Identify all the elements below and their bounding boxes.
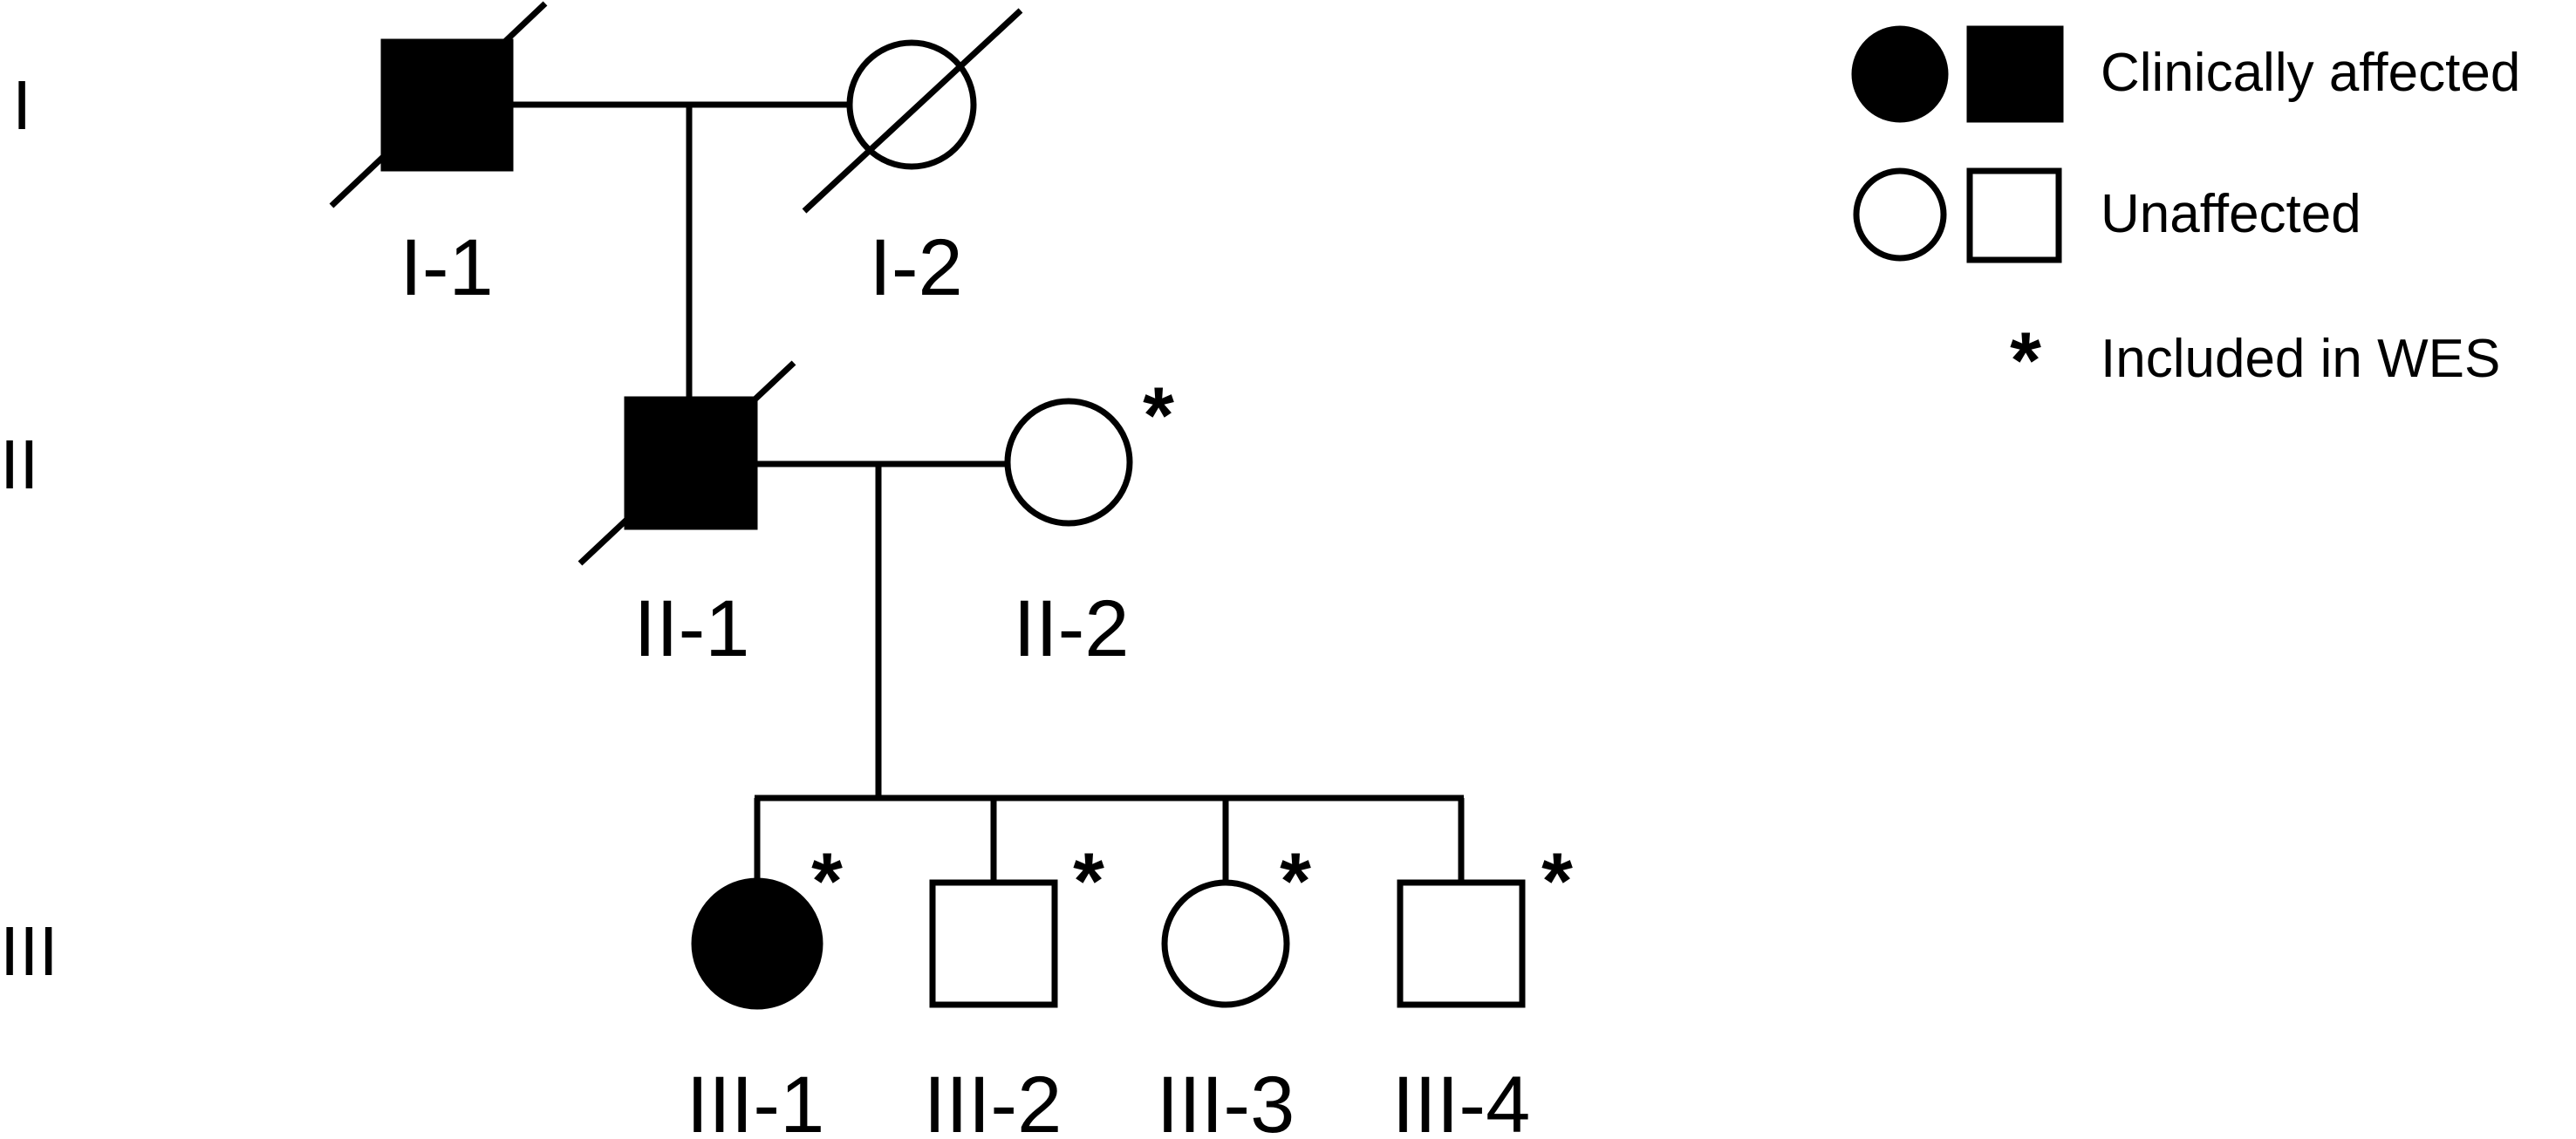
- individual-label: III-2: [924, 1061, 1062, 1139]
- individual-iii-4: * III-4: [1392, 837, 1573, 1139]
- individual-ii-2: * II-2: [1004, 372, 1174, 673]
- legend-unaffected-label: Unaffected: [2101, 184, 2361, 244]
- legend-wes-label: Included in WES: [2101, 329, 2500, 389]
- individual-iii-3: * III-3: [1157, 837, 1311, 1139]
- legend-wes-asterisk: *: [2010, 317, 2041, 406]
- legend: Clinically affected Unaffected * Include…: [1851, 25, 2520, 406]
- legend-row-wes: * Included in WES: [2010, 317, 2500, 406]
- individual-label: III-4: [1392, 1061, 1530, 1139]
- wes-marker: *: [811, 837, 843, 926]
- legend-unaffected-female-icon: [1853, 167, 1947, 262]
- wes-marker: *: [1073, 837, 1104, 926]
- generation-label-2: II: [0, 426, 38, 503]
- legend-affected-male-icon: [1966, 25, 2064, 123]
- legend-row-affected: Clinically affected: [1851, 25, 2520, 123]
- legend-row-unaffected: Unaffected: [1853, 167, 2361, 263]
- individual-i-2: I-2: [802, 8, 1023, 312]
- generation-label-3: III: [0, 912, 58, 990]
- deceased-slash: [329, 1, 548, 208]
- wes-marker: *: [1280, 837, 1311, 926]
- wes-marker: *: [1541, 837, 1573, 926]
- individual-i-1: I-1: [329, 1, 548, 312]
- generation-label-1: I: [12, 66, 31, 144]
- legend-affected-label: Clinically affected: [2101, 43, 2520, 103]
- unaffected-male-symbol: [1397, 879, 1526, 1008]
- deceased-slash: [802, 8, 1023, 214]
- individual-label: I-2: [869, 223, 962, 312]
- unaffected-female-symbol: [846, 39, 977, 170]
- individual-iii-2: * III-2: [924, 837, 1104, 1139]
- individual-label: III-3: [1157, 1061, 1295, 1139]
- unaffected-male-symbol: [929, 879, 1058, 1008]
- individual-label: II-1: [634, 584, 750, 673]
- legend-unaffected-male-icon: [1966, 167, 2062, 263]
- unaffected-female-symbol: [1161, 879, 1290, 1008]
- individual-iii-1: * III-1: [687, 837, 843, 1139]
- affected-female-symbol: [691, 877, 823, 1010]
- individual-ii-1: II-1: [577, 360, 796, 673]
- individual-label: II-2: [1014, 584, 1130, 673]
- affected-male-symbol: [380, 38, 514, 172]
- individual-label: III-1: [687, 1061, 824, 1139]
- legend-affected-female-icon: [1851, 25, 1949, 123]
- individual-label: I-1: [400, 223, 493, 312]
- unaffected-female-symbol: [1004, 398, 1133, 527]
- wes-marker: *: [1143, 372, 1174, 460]
- deceased-slash: [577, 360, 796, 566]
